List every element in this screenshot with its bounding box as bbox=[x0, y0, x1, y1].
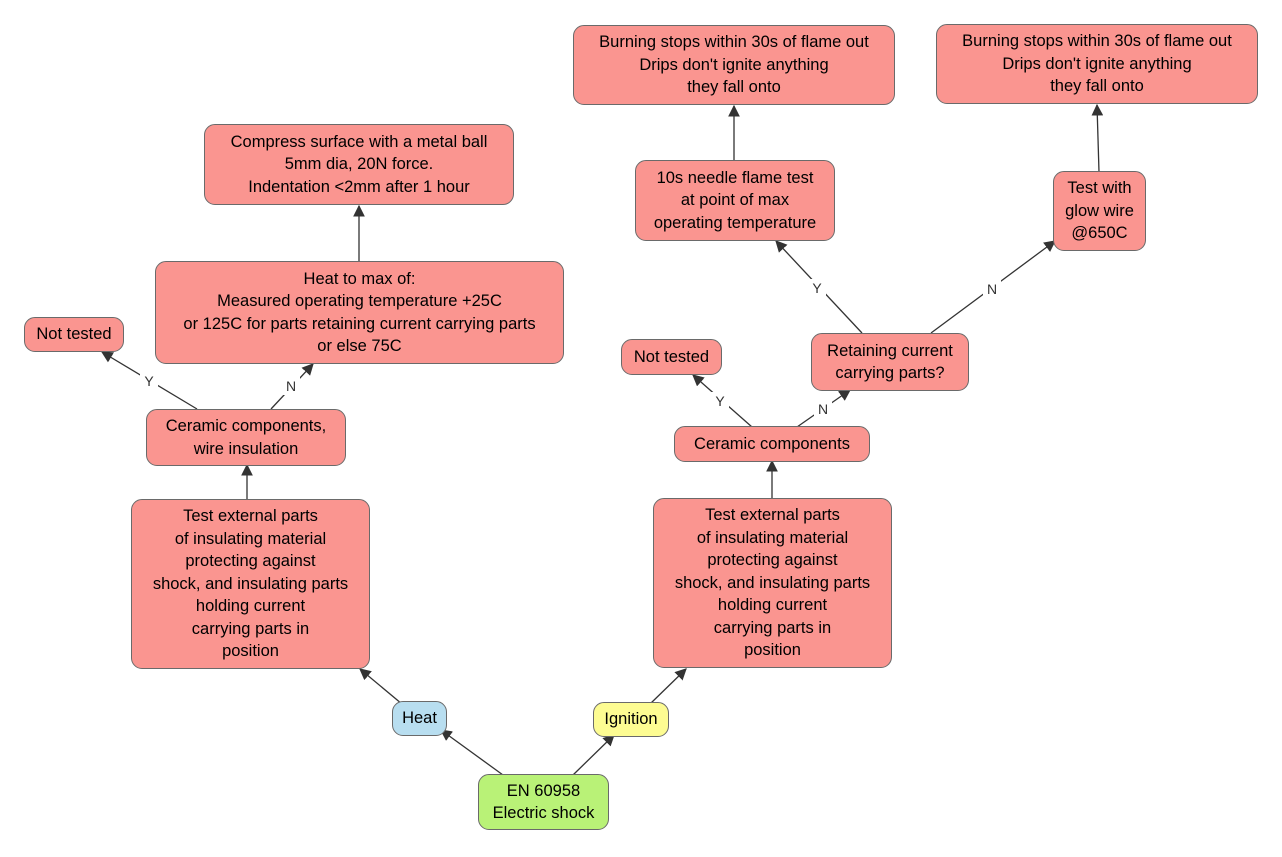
retaining-node: Retaining current carrying parts? bbox=[811, 333, 969, 391]
heat-ceramic-node: Ceramic components, wire insulation bbox=[146, 409, 346, 466]
edge-label-y: Y bbox=[812, 280, 822, 296]
heat-max-node: Heat to max of: Measured operating tempe… bbox=[155, 261, 564, 364]
edge-glow-burning bbox=[1091, 103, 1104, 173]
heat-node: Heat bbox=[392, 701, 447, 736]
edge-label-n: N bbox=[987, 281, 997, 297]
edge-label-y: Y bbox=[715, 393, 725, 409]
heat-test-external-node: Test external parts of insulating materi… bbox=[131, 499, 370, 669]
edge-label-n: N bbox=[818, 401, 828, 417]
compress-node: Compress surface with a metal ball 5mm d… bbox=[204, 124, 514, 205]
edge-label-n: N bbox=[286, 378, 296, 394]
ignition-not-tested-node: Not tested bbox=[621, 339, 722, 375]
glow-wire-node: Test with glow wire @650C bbox=[1053, 171, 1146, 251]
heat-not-tested-node: Not tested bbox=[24, 317, 124, 352]
ignition-ceramic-node: Ceramic components bbox=[674, 426, 870, 462]
needle-flame-node: 10s needle flame test at point of max op… bbox=[635, 160, 835, 241]
edge-label-y: Y bbox=[144, 373, 154, 389]
ignition-test-external-node: Test external parts of insulating materi… bbox=[653, 498, 892, 668]
root-node: EN 60958 Electric shock bbox=[478, 774, 609, 830]
ignition-node: Ignition bbox=[593, 702, 669, 737]
burning-left-node: Burning stops within 30s of flame out Dr… bbox=[573, 25, 895, 105]
burning-right-node: Burning stops within 30s of flame out Dr… bbox=[936, 24, 1258, 104]
edge-ignition-test bbox=[649, 668, 687, 705]
edge-root-ignition bbox=[572, 734, 615, 776]
edge-root-heat bbox=[440, 729, 504, 776]
edge-heat-test bbox=[359, 668, 403, 705]
